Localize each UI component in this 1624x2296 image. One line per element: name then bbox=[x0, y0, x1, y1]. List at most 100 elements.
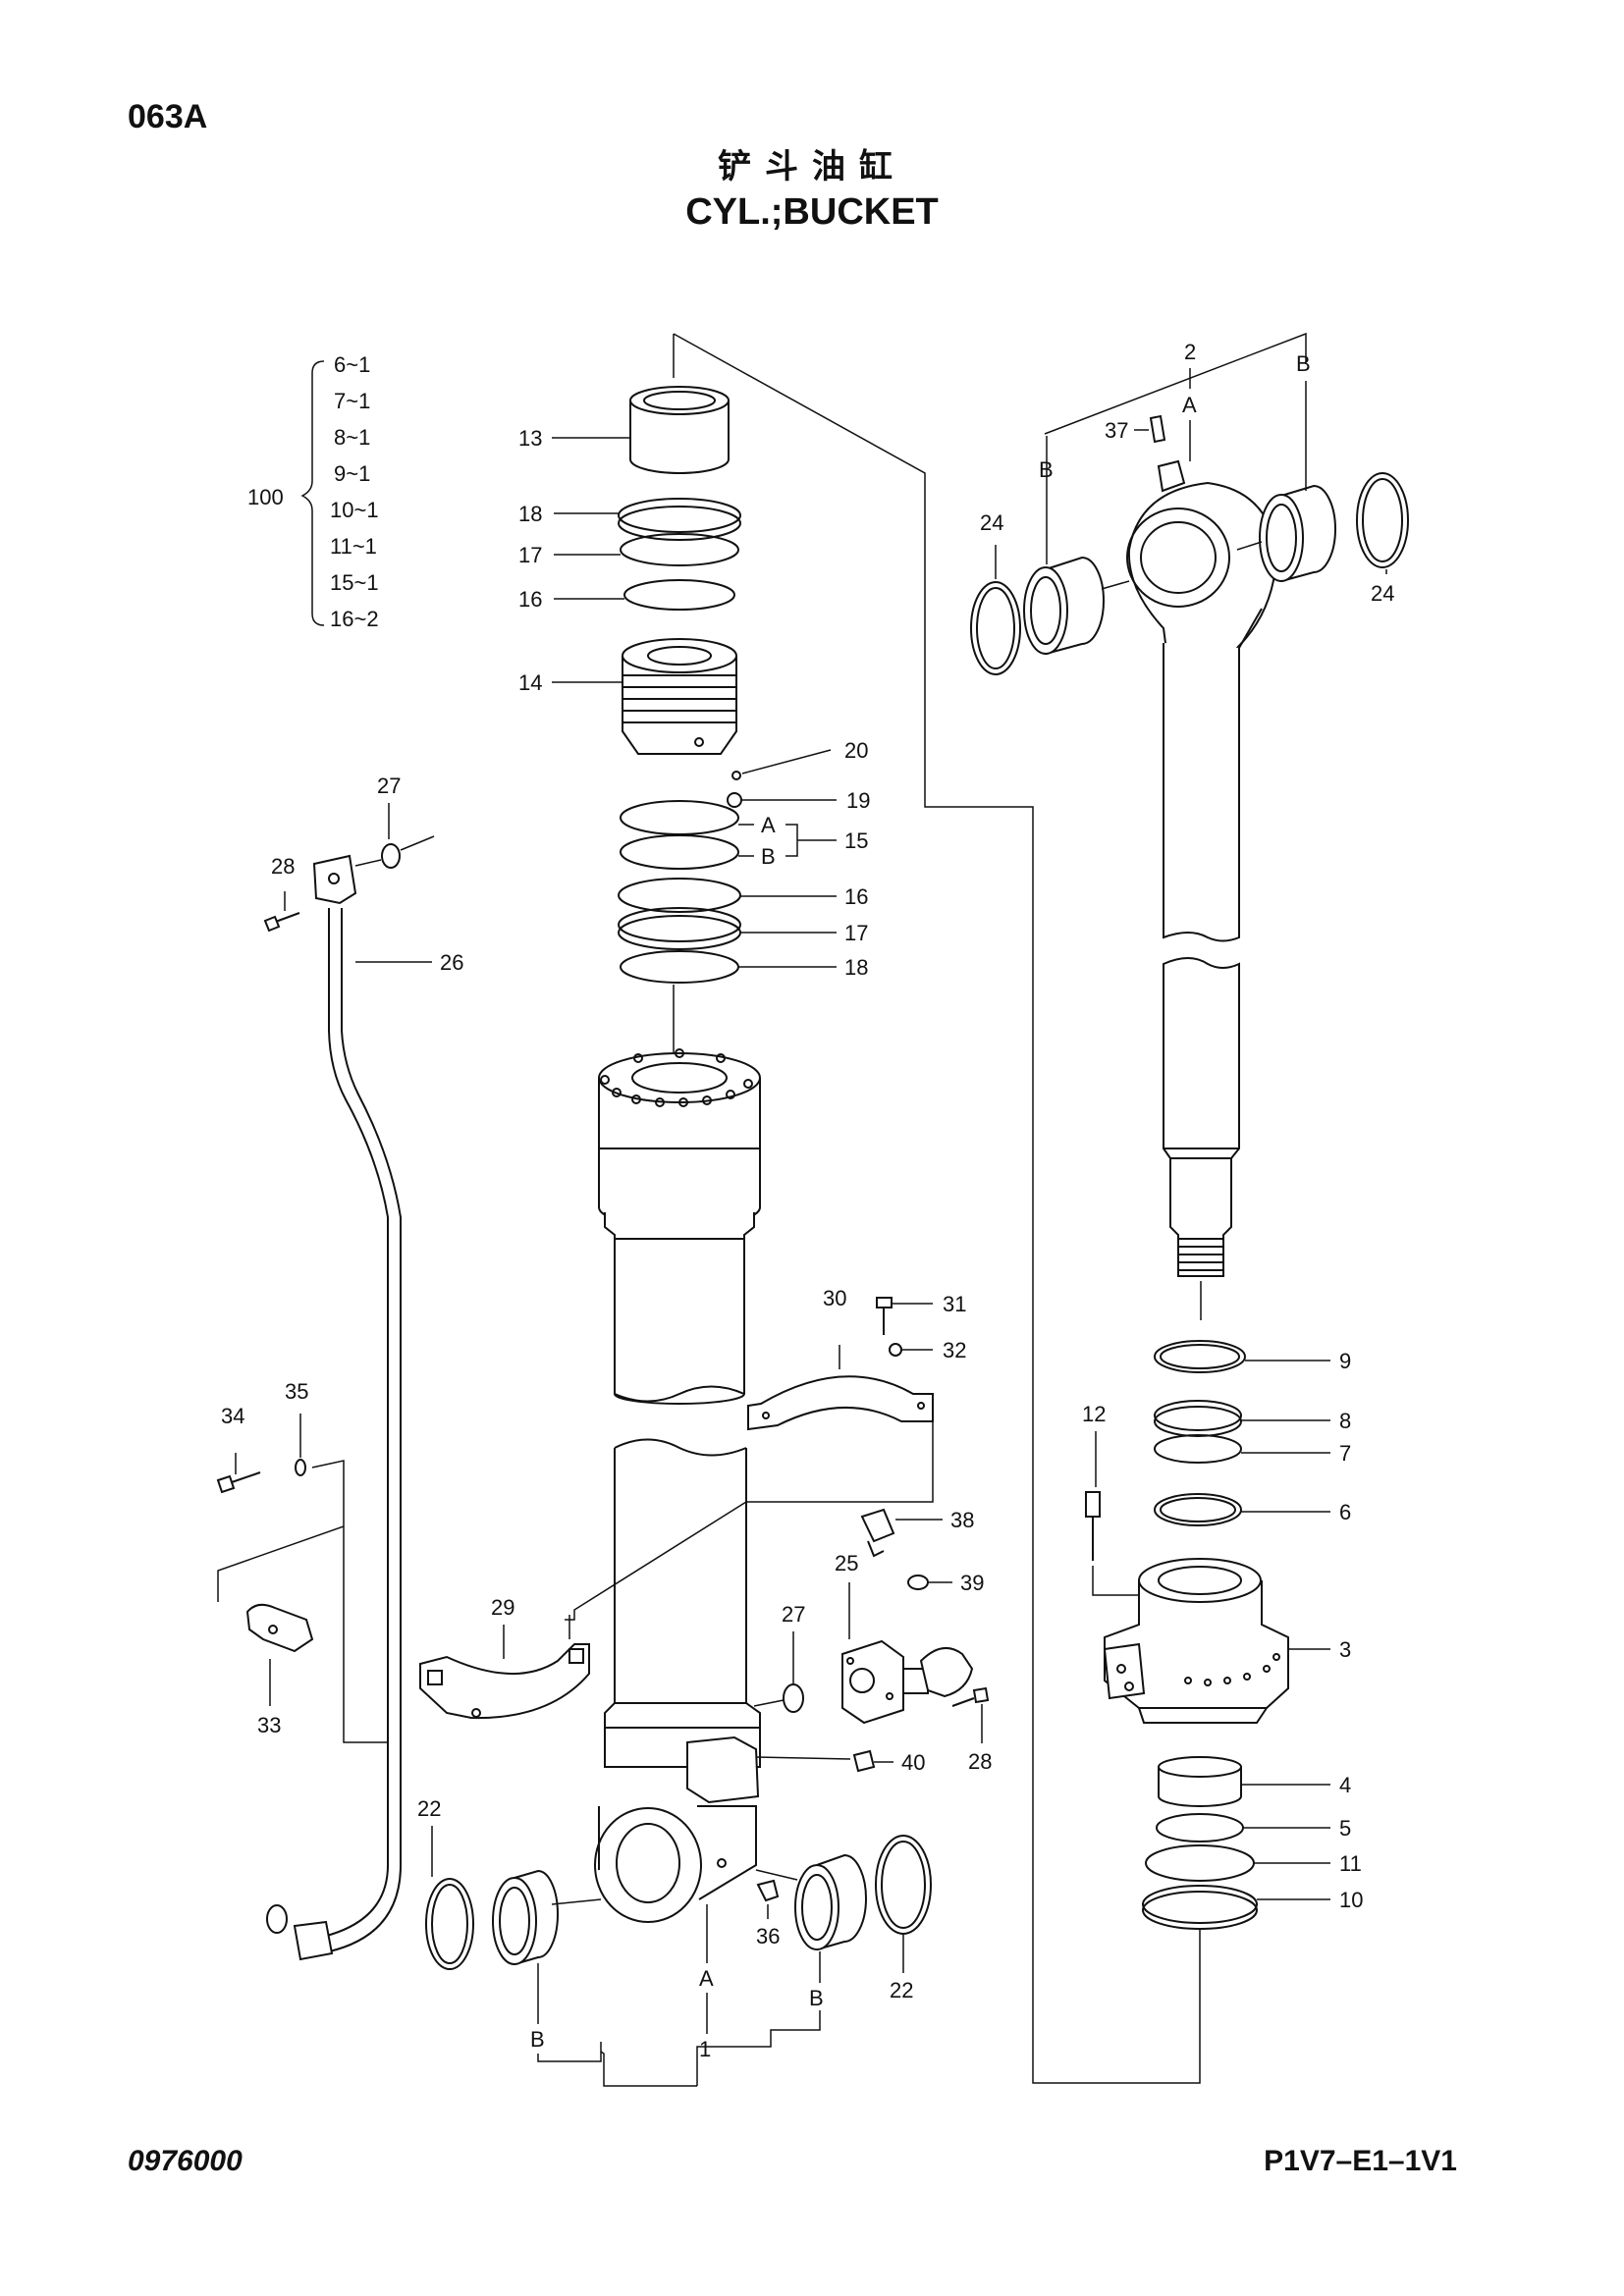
part-38-elbow bbox=[860, 1508, 895, 1558]
part-2-rod-eye bbox=[1126, 459, 1278, 667]
callout-16: 16 bbox=[518, 587, 542, 612]
part-31-bolt bbox=[876, 1297, 893, 1335]
part-40-plug bbox=[852, 1749, 876, 1773]
callout-40: 40 bbox=[901, 1750, 925, 1775]
callout-6: 6 bbox=[1339, 1500, 1351, 1524]
part-28-bolt bbox=[263, 912, 300, 933]
kit-bracket bbox=[300, 360, 325, 626]
callout-17: 17 bbox=[518, 543, 542, 567]
callout-27: 27 bbox=[377, 774, 401, 798]
kit-item: 9~1 bbox=[334, 461, 370, 486]
kit-item: 10~1 bbox=[330, 498, 379, 522]
callout-20: 20 bbox=[844, 738, 868, 763]
letter-b: B bbox=[1039, 457, 1054, 482]
callout-30: 30 bbox=[823, 1286, 846, 1310]
callout-1: 1 bbox=[699, 2037, 711, 2061]
letter-a: A bbox=[699, 1966, 714, 1991]
kit-item: 6~1 bbox=[334, 352, 370, 377]
callout-39: 39 bbox=[960, 1571, 984, 1595]
page-reference: P1V7–E1–1V1 bbox=[1264, 2145, 1457, 2177]
callout-19: 19 bbox=[846, 788, 870, 813]
part-39-oring bbox=[907, 1575, 929, 1590]
callout-24: 24 bbox=[1371, 581, 1394, 606]
page-code: 063A bbox=[128, 98, 208, 135]
ring-18-upper bbox=[618, 498, 741, 541]
callout-31: 31 bbox=[943, 1292, 966, 1316]
kit-label: 100 bbox=[247, 485, 284, 509]
part-13-bushing bbox=[629, 386, 730, 474]
kit-item: 7~1 bbox=[334, 389, 370, 413]
ring-7 bbox=[1154, 1434, 1242, 1464]
callout-35: 35 bbox=[285, 1379, 308, 1404]
callout-8: 8 bbox=[1339, 1409, 1351, 1433]
callout-27: 27 bbox=[782, 1602, 805, 1627]
callout-34: 34 bbox=[221, 1404, 244, 1428]
ring-15b bbox=[620, 834, 739, 870]
letter-b: B bbox=[530, 2027, 545, 2052]
part-25-flange bbox=[841, 1639, 974, 1725]
callout-15: 15 bbox=[844, 828, 868, 853]
kit-item: 11~1 bbox=[330, 534, 377, 559]
part-34-bolt bbox=[216, 1471, 261, 1494]
callout-22: 22 bbox=[417, 1796, 441, 1821]
part-32-washer bbox=[889, 1343, 902, 1357]
ring-18-lower bbox=[620, 950, 739, 984]
callout-18: 18 bbox=[518, 502, 542, 526]
bushing-b-rod-right bbox=[1259, 484, 1336, 582]
letter-a: A bbox=[761, 813, 776, 837]
part-33-clip bbox=[245, 1603, 314, 1653]
cylinder-tube-upper bbox=[598, 1048, 761, 1405]
title-english: CYL.;BUCKET bbox=[685, 191, 939, 233]
callout-12: 12 bbox=[1082, 1402, 1106, 1426]
letter-b: B bbox=[761, 844, 776, 869]
ring-9 bbox=[1154, 1340, 1246, 1373]
title-chinese: 铲斗油缸 bbox=[718, 147, 906, 187]
seal-24-right bbox=[1356, 472, 1409, 568]
bushing-b-rod-left bbox=[1023, 556, 1105, 655]
callout-36: 36 bbox=[756, 1924, 780, 1949]
callout-4: 4 bbox=[1339, 1773, 1351, 1797]
ring-16-upper bbox=[623, 579, 735, 611]
callout-28: 28 bbox=[271, 854, 295, 879]
callout-2: 2 bbox=[1184, 340, 1196, 364]
part-29-clamp bbox=[419, 1643, 590, 1720]
part-30-clamp bbox=[747, 1375, 934, 1431]
drawing-number: 0976000 bbox=[128, 2145, 243, 2177]
part-27-oring bbox=[783, 1683, 804, 1713]
callout-11: 11 bbox=[1339, 1851, 1362, 1876]
part-3-rod-cover bbox=[1103, 1558, 1289, 1724]
part-27-oring bbox=[381, 843, 401, 869]
callout-16: 16 bbox=[844, 884, 868, 909]
callout-13: 13 bbox=[518, 426, 542, 451]
ring-15a bbox=[620, 800, 739, 835]
bushing-b-left bbox=[492, 1869, 559, 1965]
callout-25: 25 bbox=[835, 1551, 858, 1575]
cylinder-tube-lower bbox=[594, 1438, 761, 1923]
callout-17: 17 bbox=[844, 921, 868, 945]
seal-24-left bbox=[970, 581, 1021, 675]
kit-item: 15~1 bbox=[330, 570, 379, 595]
callout-24: 24 bbox=[980, 510, 1003, 535]
callout-7: 7 bbox=[1339, 1441, 1351, 1466]
part-4-bushing bbox=[1158, 1756, 1242, 1807]
letter-b: B bbox=[1296, 351, 1311, 376]
part-12-bolt bbox=[1085, 1491, 1101, 1561]
callout-18: 18 bbox=[844, 955, 868, 980]
ring-6 bbox=[1154, 1493, 1242, 1526]
callout-3: 3 bbox=[1339, 1637, 1351, 1662]
rod-lower bbox=[1163, 957, 1240, 1277]
ring-11 bbox=[1145, 1844, 1255, 1882]
part-37-grease-fitting bbox=[1149, 414, 1166, 444]
ring-5 bbox=[1156, 1813, 1244, 1842]
callout-10: 10 bbox=[1339, 1888, 1363, 1912]
ring-10 bbox=[1142, 1885, 1258, 1930]
part-26-pipe bbox=[266, 854, 402, 1961]
ring-17-lower bbox=[618, 907, 741, 950]
kit-item: 16~2 bbox=[330, 607, 379, 631]
part-14-piston bbox=[622, 638, 737, 755]
bushing-b-right bbox=[794, 1853, 867, 1950]
letter-a: A bbox=[1182, 393, 1197, 417]
rod-upper bbox=[1163, 608, 1263, 942]
callout-5: 5 bbox=[1339, 1816, 1351, 1841]
